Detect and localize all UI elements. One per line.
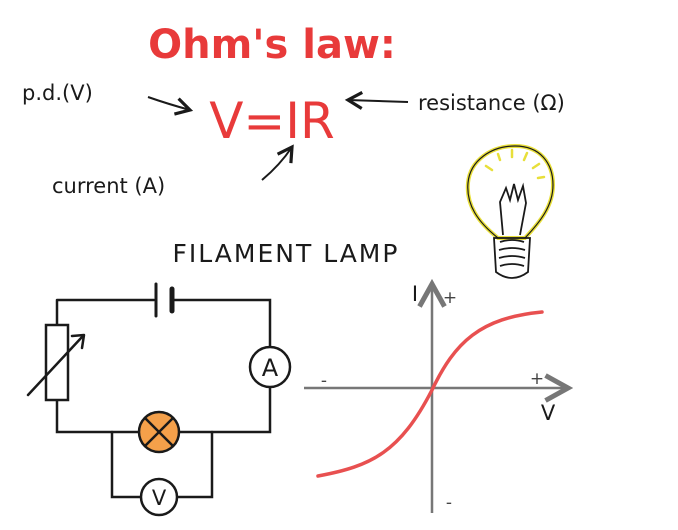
title: Ohm's law: [148,22,396,68]
current-arrow [261,144,294,181]
pd-arrow [147,96,194,116]
y-axis-label: I [412,282,418,306]
current-label: current (A) [52,174,165,198]
voltmeter-symbol: V [139,477,179,517]
circuit-wire-top-left [55,298,156,327]
circuit-wire-right-lower [178,385,272,434]
x-minus-label: - [321,371,327,391]
voltmeter-label: V [152,486,167,510]
y-plus-label: + [443,288,457,308]
circuit [55,298,272,499]
resistance-label: resistance (Ω) [418,91,565,115]
lamp-symbol [137,410,181,454]
variable-resistor-symbol [26,323,86,402]
circuit-wire-voltmeter-branch [110,430,214,499]
ammeter-symbol: A [248,345,292,389]
y-minus-label: - [446,493,452,513]
iv-graph: I V + - + - [304,282,568,513]
x-axis-label: V [541,401,556,425]
circuit-wire-left-lower [55,398,141,434]
filament-lamp-label: FILAMENT LAMP [173,239,400,268]
circuit-wire-top-right [172,298,272,349]
x-plus-label: + [530,369,544,389]
iv-curve [316,310,544,478]
pd-label: p.d.(V) [22,81,93,105]
resistance-arrow [344,91,409,110]
light-bulb-icon [465,143,556,279]
equation: V=IR [209,92,335,150]
ammeter-label: A [262,354,279,382]
battery-symbol [154,282,175,318]
